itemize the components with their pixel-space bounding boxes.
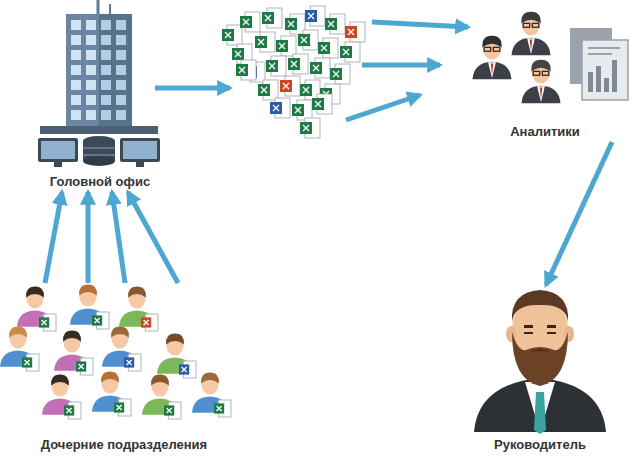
boss-figure <box>474 290 606 434</box>
analyst-figures <box>473 12 561 104</box>
flow-arrows <box>155 22 468 120</box>
node-label: Дочерние подразделения <box>0 437 248 453</box>
subsidiary-staff <box>0 285 231 419</box>
report-icons <box>570 28 628 100</box>
flow-arrow <box>86 192 91 283</box>
flow-arrow <box>128 192 178 283</box>
node-label: Руководитель <box>466 437 614 453</box>
figure-node: Дочерние подразделения <box>0 283 248 455</box>
figure-node: Аналитики <box>451 0 639 142</box>
flow-arrow <box>112 192 125 283</box>
node-label: Головной офис <box>26 174 174 190</box>
office-building <box>38 0 160 167</box>
flow-arrow <box>546 142 612 285</box>
figure-node: Головной офис <box>26 0 174 192</box>
file-cluster <box>222 6 365 138</box>
figure-node: Руководитель <box>466 285 614 455</box>
flow-arrow <box>45 192 62 283</box>
node-label: Аналитики <box>451 124 639 140</box>
